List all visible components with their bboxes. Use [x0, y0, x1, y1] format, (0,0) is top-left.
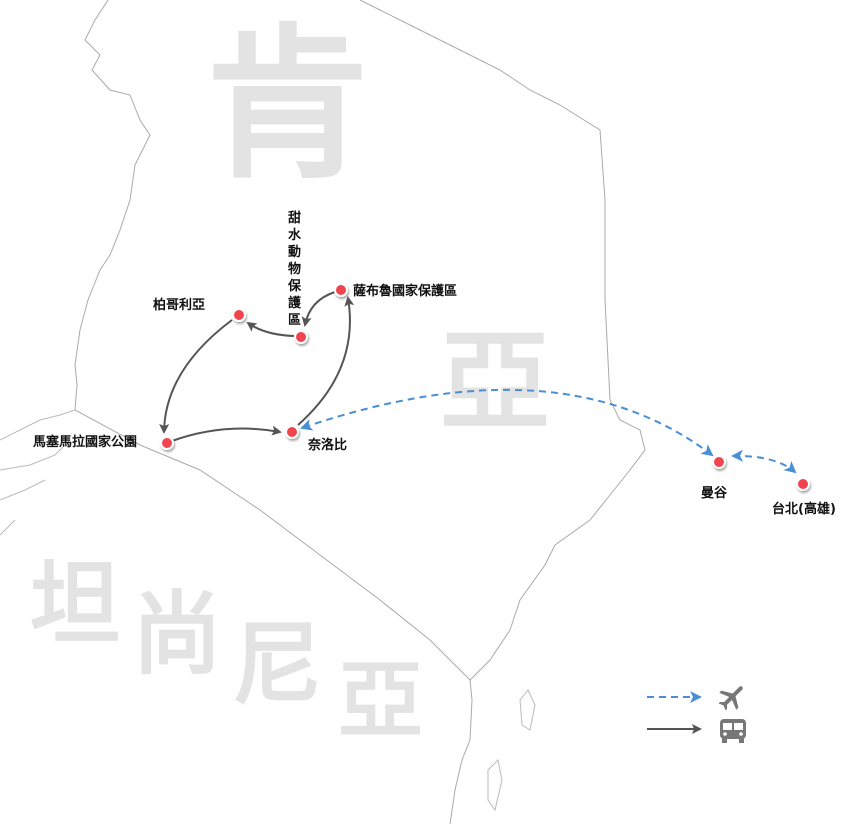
route-samburu-sweetwaters [301, 291, 336, 327]
label-sweetwaters-char: 動 [288, 244, 301, 260]
label-bangkok: 曼谷 [701, 485, 728, 501]
label-sweetwaters-char: 物 [288, 261, 301, 277]
label-samburu: 薩布魯國家保護區 [353, 283, 457, 299]
route-nairobi-samburu [297, 296, 355, 426]
marker-sweetwaters[interactable] [294, 330, 308, 344]
flight-bangkok-nairobi [300, 388, 714, 457]
route-masai-nairobi [171, 425, 282, 442]
airplane-icon [718, 686, 743, 711]
label-masai-mara: 馬塞馬拉國家公園 [33, 434, 137, 450]
label-nakuru: 柏哥利亞 [153, 297, 205, 313]
label-taipei: 台北(高雄) [772, 501, 836, 517]
marker-taipei[interactable] [796, 477, 810, 491]
label-sweetwaters-char: 護 [288, 295, 302, 311]
bus-icon [720, 719, 746, 743]
marker-bangkok[interactable] [712, 455, 726, 469]
route-sweetwaters-nakuru [246, 321, 295, 337]
label-nairobi: 奈洛比 [307, 437, 347, 453]
marker-masai-mara[interactable] [160, 436, 174, 450]
label-sweetwaters: 甜 水 動 物 保 護 區 [287, 210, 302, 328]
country-label-kenya-2: 亞 [440, 318, 550, 446]
label-sweetwaters-char: 區 [288, 313, 301, 328]
country-label-tanzania-1: 坦 [30, 552, 120, 657]
kenya-border [74, 0, 646, 824]
legend [647, 686, 746, 743]
country-label-kenya: 肯 [205, 9, 370, 201]
label-sweetwaters-char: 水 [288, 227, 302, 243]
label-sweetwaters-char: 甜 [288, 210, 301, 226]
marker-nairobi[interactable] [285, 425, 299, 439]
country-label-tanzania-4: 亞 [338, 652, 423, 751]
label-sweetwaters-char: 保 [287, 278, 302, 294]
marker-samburu[interactable] [334, 283, 348, 297]
flight-taipei-bangkok [731, 449, 797, 474]
country-label-tanzania-3: 尼 [232, 612, 322, 717]
marker-nakuru[interactable] [232, 308, 246, 322]
country-label-tanzania-2: 尚 [132, 582, 222, 687]
route-nakuru-masai [159, 319, 233, 434]
coast-islands [487, 689, 536, 812]
lake-victoria-shore [0, 409, 76, 536]
